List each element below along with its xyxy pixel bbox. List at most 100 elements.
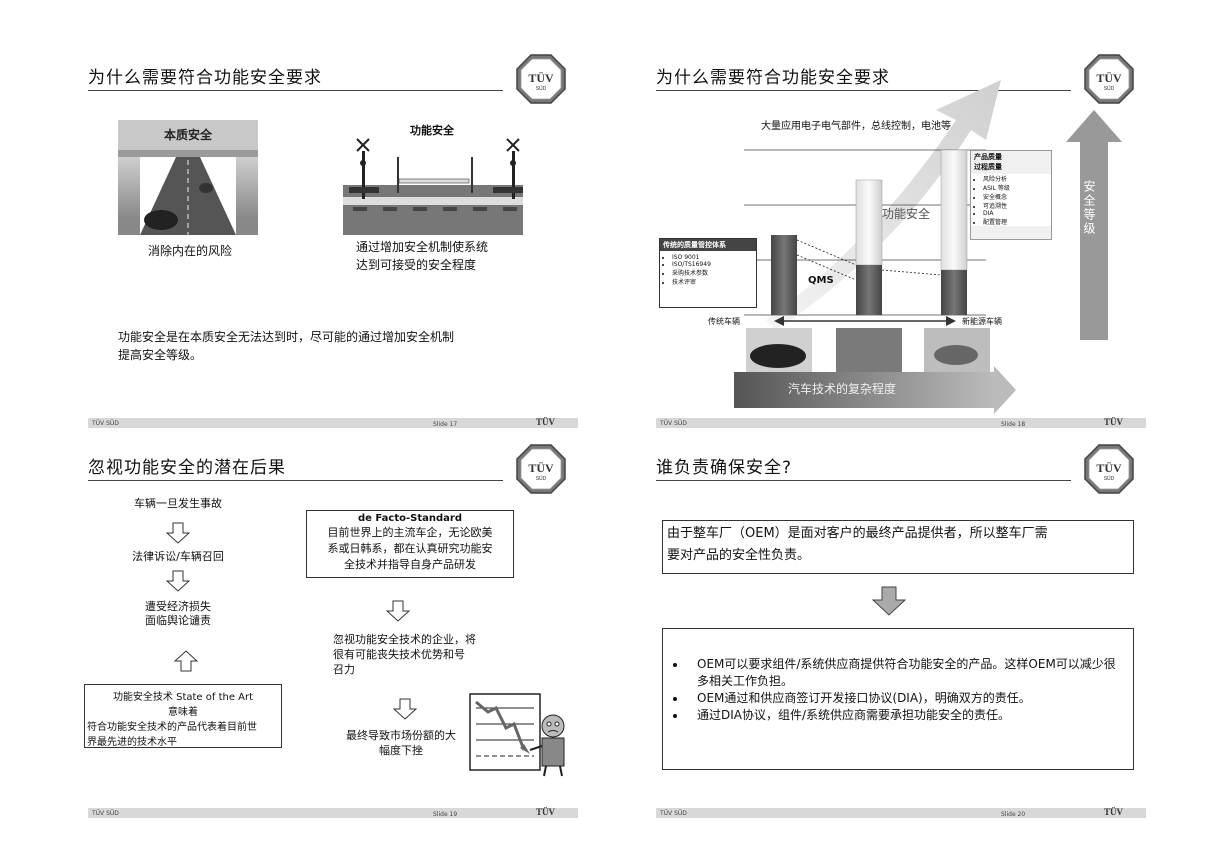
traditional-vehicle-label: 传统车辆 (708, 317, 740, 326)
arrow-down-icon (166, 570, 190, 592)
bullets-box: OEM可以要求组件/系统供应商提供符合功能安全的产品。这样OEM可以减少很多相关… (662, 628, 1134, 770)
functional-caption-2: 达到可接受的安全程度 (356, 258, 477, 272)
list-item: 配置管理 (983, 217, 1051, 226)
title-rule (656, 480, 1071, 481)
title-rule (656, 90, 1071, 91)
defacto-body-3: 全技术并指导自身产品研发 (344, 558, 476, 571)
slide-18: 为什么需要符合功能安全要求 TÜV SÜD (656, 54, 1156, 460)
traditional-box-title: 传统的质量管控体系 (660, 239, 756, 251)
footer-logo-text: TÜV (536, 807, 556, 817)
svg-text:SÜD: SÜD (1104, 475, 1115, 482)
arrow-down-icon (166, 522, 190, 544)
process-quality-title: 过程质量 (974, 163, 1002, 171)
sota-body-2: 界最先进的技术水平 (87, 737, 177, 748)
svg-text:TÜV: TÜV (528, 461, 554, 475)
tunnel-road-illustration (118, 120, 258, 235)
functional-safety-label: 功能安全 (410, 124, 454, 137)
railway-crossing-illustration (343, 138, 523, 235)
product-quality-title: 产品质量 (974, 153, 1002, 161)
footer-logo-text: TÜV (1104, 417, 1124, 427)
safety-level-label: 安全等级 (1082, 180, 1096, 236)
inherent-safety-label: 本质安全 (163, 128, 212, 142)
state-of-the-art-box: 功能安全技术 State of the Art 意味着 符合功能安全技术的产品代… (84, 684, 282, 748)
arrow-down-icon (393, 698, 417, 720)
list-item: ASIL 等级 (983, 183, 1051, 192)
footer-bar (88, 808, 578, 818)
defacto-body-1: 目前世界上的主流车企，无论欧美 (327, 526, 493, 539)
slide-19: 忽视功能安全的潜在后果 TÜV SÜD 车辆一旦发生事故 法律诉讼/车辆召回 遭… (84, 444, 588, 850)
svg-text:SÜD: SÜD (536, 85, 547, 92)
ignore-text-1: 忽视功能安全技术的企业，将 (333, 633, 476, 646)
market-text-2: 幅度下挫 (379, 744, 423, 757)
summary-line-2: 提高安全等级。 (118, 348, 203, 362)
responsibility-line-2: 要对产品的安全性负责。 (667, 548, 811, 563)
arrow-up-icon (174, 650, 198, 672)
list-item: 通过DIA协议，组件/系统供应商需要承担功能安全的责任。 (687, 706, 1127, 723)
market-text-1: 最终导致市场份额的大 (346, 729, 456, 742)
traditional-box-list: ISO 9001 ISO/TS16949 采购技术参数 技术评审 (660, 254, 756, 286)
tuv-logo-icon: TÜV SÜD (516, 54, 566, 104)
footer-left: TÜV SÜD (92, 420, 119, 427)
step-loss-2: 面临舆论谴责 (145, 614, 211, 627)
svg-text:TÜV: TÜV (528, 71, 554, 85)
bullet-list: OEM可以要求组件/系统供应商提供符合功能安全的产品。这样OEM可以减少很多相关… (673, 655, 1127, 723)
responsibility-box: 由于整车厂（OEM）是面对客户的最终产品提供者，所以整车厂需 要对产品的安全性负… (662, 520, 1134, 574)
footer-slide-number: Slide 20 (1001, 811, 1026, 818)
slide-20: 谁负责确保安全? TÜV SÜD 由于整车厂（OEM）是面对客户的最终产品提供者… (656, 444, 1156, 850)
svg-text:SÜD: SÜD (536, 475, 547, 482)
footer-bar (88, 418, 578, 428)
new-vehicle-label: 新能源车辆 (962, 317, 1002, 326)
defacto-title: de Facto-Standard (358, 513, 462, 524)
qms-label: QMS (808, 275, 834, 286)
tuv-logo-icon: TÜV SÜD (1084, 54, 1134, 104)
footer-left: TÜV SÜD (660, 810, 687, 817)
list-item: 技术评审 (672, 277, 756, 286)
sota-title: 功能安全技术 State of the Art (112, 692, 254, 703)
step-accident: 车辆一旦发生事故 (134, 497, 222, 510)
slide-title: 谁负责确保安全? (656, 458, 793, 478)
footer-left: TÜV SÜD (92, 810, 119, 817)
list-item: 安全概念 (983, 192, 1051, 201)
footer-logo-text: TÜV (536, 417, 556, 427)
list-item: 采购技术参数 (672, 268, 756, 277)
footer-left: TÜV SÜD (660, 420, 687, 427)
svg-text:TÜV: TÜV (1096, 71, 1122, 85)
declining-chart-person-illustration (469, 693, 565, 777)
functional-caption-1: 通过增加安全机制使系统 (356, 240, 489, 254)
product-quality-box: 产品质量 过程质量 风险分析 ASIL 等级 安全概念 可追溯性 DIA 配置管… (970, 150, 1052, 240)
ignore-text-3: 召力 (333, 663, 355, 676)
list-item: OEM通过和供应商签订开发接口协议(DIA)，明确双方的责任。 (687, 689, 1127, 706)
list-item: ISO 9001 (672, 254, 756, 261)
title-rule (88, 480, 503, 481)
step-loss-1: 遭受经济损失 (145, 600, 211, 613)
tuv-logo-icon: TÜV SÜD (1084, 444, 1134, 494)
tuv-logo-icon: TÜV SÜD (516, 444, 566, 494)
inherent-caption: 消除内在的风险 (148, 244, 233, 258)
list-item: OEM可以要求组件/系统供应商提供符合功能安全的产品。这样OEM可以减少很多相关… (687, 655, 1127, 689)
list-item: 风险分析 (983, 174, 1051, 183)
traditional-qms-box: 传统的质量管控体系 ISO 9001 ISO/TS16949 采购技术参数 技术… (659, 238, 757, 308)
svg-text:SÜD: SÜD (1104, 85, 1115, 92)
slide-title: 为什么需要符合功能安全要求 (656, 68, 890, 88)
footer-slide-number: Slide 19 (433, 811, 458, 818)
footer-slide-number: Slide 18 (1001, 421, 1026, 428)
step-lawsuit: 法律诉讼/车辆召回 (132, 550, 224, 563)
list-item: 可追溯性 (983, 201, 1051, 210)
footer-slide-number: Slide 17 (433, 421, 458, 428)
complexity-label: 汽车技术的复杂程度 (788, 382, 897, 396)
slide-17: 为什么需要符合功能安全要求 TÜV SÜD 本质安全 消除内在的风险 功能安全 (88, 54, 588, 460)
slide-title: 忽视功能安全的潜在后果 (88, 458, 286, 478)
list-item: ISO/TS16949 (672, 261, 756, 268)
product-quality-list: 风险分析 ASIL 等级 安全概念 可追溯性 DIA 配置管理 (971, 174, 1051, 226)
footer-bar (656, 418, 1146, 428)
list-item: DIA (983, 210, 1051, 217)
summary-line-1: 功能安全是在本质安全无法达到时，尽可能的通过增加安全机制 (118, 330, 455, 344)
responsibility-line-1: 由于整车厂（OEM）是面对客户的最终产品提供者，所以整车厂需 (667, 526, 1048, 541)
ignore-text-2: 很有可能丧失技术优势和号 (333, 648, 465, 661)
arrow-down-icon (386, 600, 410, 622)
svg-text:TÜV: TÜV (1096, 461, 1122, 475)
title-rule (88, 90, 503, 91)
top-text: 大量应用电子电气部件，总线控制，电池等 (761, 121, 951, 132)
footer-logo-text: TÜV (1104, 807, 1124, 817)
arrow-down-icon (872, 586, 906, 616)
